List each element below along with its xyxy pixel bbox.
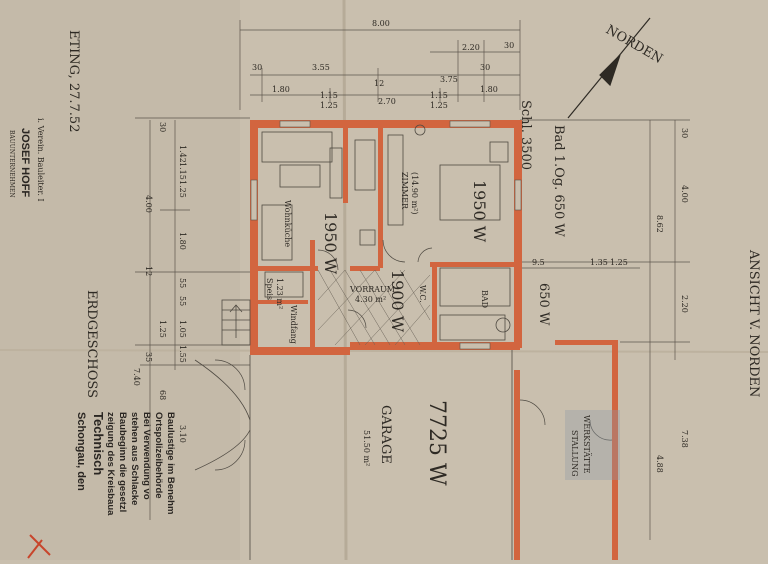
svg-text:1.25: 1.25 (610, 258, 628, 267)
svg-text:4.88: 4.88 (655, 455, 664, 473)
outbuilding-walls (514, 340, 618, 560)
svg-text:Ortspolizeibehörde: Ortspolizeibehörde (153, 412, 164, 499)
heat-hall: 1900 W (388, 270, 407, 333)
north-arrow-icon (567, 17, 651, 119)
label-wc: W.C. (418, 285, 427, 303)
heat-bedroom: 1950 W (470, 180, 489, 243)
svg-text:Baulustige im Benehm: Baulustige im Benehm (165, 412, 176, 514)
header-company-sub: BAUUNTERNEHMEN (8, 130, 15, 198)
label-speis-area: 1.23 m² (275, 278, 284, 309)
paper-fold (0, 349, 768, 353)
svg-text:7.40: 7.40 (132, 368, 141, 386)
outbuilding-door (519, 399, 613, 441)
door-swings (214, 239, 433, 471)
label-vorraum: VORRAUM (349, 285, 395, 294)
dims-right: 8.62 4.00 2.20 7.38 4.88 9.5 1.35 1.25 3… (532, 128, 689, 473)
entrance-steps (221, 299, 251, 346)
label-view: ANSICHT V. NORDEN (746, 249, 761, 397)
garage-walls (194, 350, 513, 560)
dim-top: 1.15 (320, 91, 338, 100)
approval-stamp-text: Baulustige im Benehm Ortspolizeibehörde … (75, 412, 176, 516)
paper-shade-left (0, 0, 240, 560)
header-designer-line: i. Verein. Bauleiter. I (36, 118, 45, 202)
svg-text:1.80: 1.80 (178, 232, 187, 250)
svg-text:3.10: 3.10 (178, 425, 187, 443)
dim-top-total: 8.00 (372, 19, 390, 28)
dim-top: 1.80 (272, 85, 290, 94)
dim-top: 30 (504, 41, 514, 50)
svg-text:8.62: 8.62 (655, 215, 664, 233)
svg-text:7.38: 7.38 (680, 430, 689, 448)
dim-top: 2.70 (378, 97, 396, 106)
svg-text:4.00: 4.00 (680, 185, 689, 203)
svg-text:1.35: 1.35 (590, 258, 608, 267)
label-windfang: Windfang (289, 305, 298, 344)
svg-text:9.5: 9.5 (532, 258, 545, 267)
label-zimmer: ZIMMER (400, 172, 409, 210)
svg-text:4.00: 4.00 (144, 195, 153, 213)
dim-top: 3.55 (312, 63, 330, 72)
svg-text:2.20: 2.20 (680, 295, 689, 313)
windows (250, 120, 522, 350)
label-werkstaette: WERKSTÄTTE (582, 415, 591, 474)
dims-left: 1.42 30 4.00 1.15 1.25 1.80 12 55 55 1.2… (132, 122, 187, 443)
svg-text:1.15: 1.15 (178, 162, 187, 180)
svg-text:1.42: 1.42 (178, 145, 187, 163)
svg-text:55: 55 (178, 296, 187, 306)
dim-top: 1.25 (430, 101, 448, 110)
dimension-lines (135, 20, 690, 540)
label-zimmer-area: (14.90 m²) (410, 172, 419, 214)
heat-garage: 7725 W (424, 400, 449, 486)
dim-top: 30 (480, 63, 490, 72)
header-date: ETING, 27.7.52 (66, 30, 81, 132)
note-bad: Bad 1.Og. 650 W (551, 125, 566, 237)
dim-top: 3.75 (440, 75, 458, 84)
svg-text:Bei Verwendung vo: Bei Verwendung vo (141, 412, 152, 500)
note-schl: Schl. 3500 (518, 100, 533, 170)
heat-bath: 650 W (536, 283, 551, 326)
header-company-name: JOSEF HOFF (19, 128, 31, 197)
dim-top: 30 (252, 63, 262, 72)
svg-text:35: 35 (144, 352, 153, 362)
label-floor: ERDGESCHOSS (84, 290, 99, 398)
dim-top: 1.25 (320, 101, 338, 110)
label-garage: GARAGE (378, 405, 393, 464)
svg-text:Baubeginn die gesetzl: Baubeginn die gesetzl (117, 412, 128, 512)
dim-top: 1.15 (430, 91, 448, 100)
permit-stamp (565, 410, 620, 480)
svg-text:30: 30 (158, 122, 167, 132)
svg-text:stehen aus Schlacke: stehen aus Schlacke (129, 412, 140, 505)
svg-text:1.05: 1.05 (178, 320, 187, 338)
dim-top: 12 (374, 79, 384, 88)
svg-text:12: 12 (144, 266, 153, 276)
svg-text:Schongau, den: Schongau, den (75, 412, 87, 491)
paper-fold (342, 0, 348, 561)
interior-walls (258, 128, 514, 350)
dim-top: 1.80 (480, 85, 498, 94)
svg-text:zeigung des Kreisbaua: zeigung des Kreisbaua (105, 412, 116, 516)
svg-text:Technisch: Technisch (91, 412, 106, 475)
label-bad-room: BAD (480, 290, 489, 308)
label-stallung: STALLUNG (570, 430, 579, 476)
label-vorraum-area: 4.30 m² (355, 295, 386, 304)
svg-text:1.55: 1.55 (178, 345, 187, 363)
label-garage-area: 51.50 m² (362, 430, 371, 466)
label-wohnkueche: Wohnküche (283, 200, 292, 247)
svg-text:68: 68 (158, 390, 167, 400)
svg-text:1.25: 1.25 (178, 180, 187, 198)
label-speis: Speis (265, 278, 274, 300)
svg-text:55: 55 (178, 278, 187, 288)
heat-living: 1950 W (321, 212, 340, 275)
red-mark (27, 534, 51, 559)
svg-text:30: 30 (680, 128, 689, 138)
furniture (261, 124, 511, 341)
vorraum-hatch (317, 269, 431, 346)
svg-text:1.25: 1.25 (158, 320, 167, 338)
dim-top: 2.20 (462, 43, 480, 52)
